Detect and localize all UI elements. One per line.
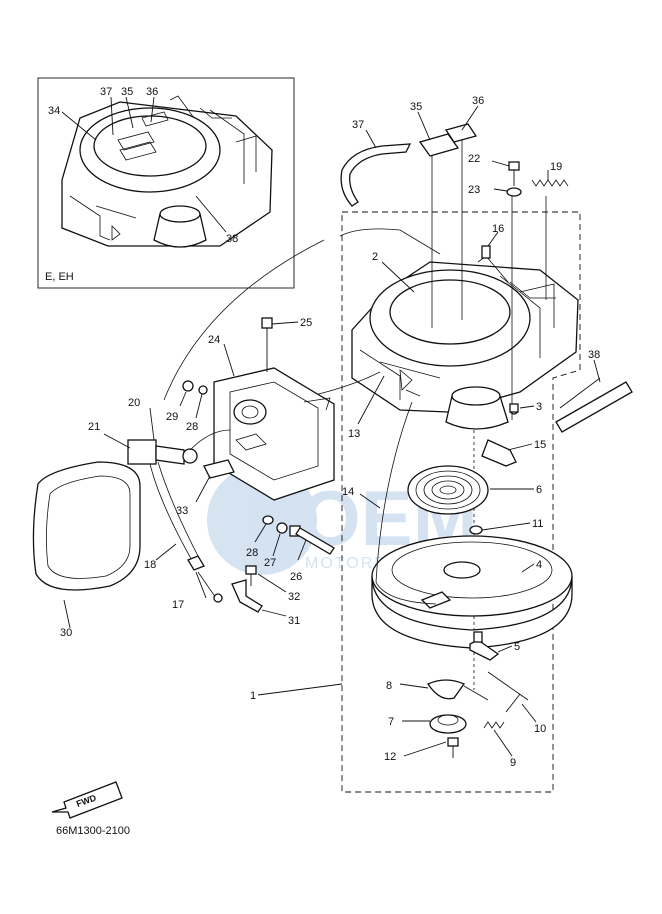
stripe-18 [149,463,195,565]
callout-35: 35 [410,101,422,113]
part-16 [481,245,491,259]
inset-panel: 34 37 35 36 38 E, EH [37,77,295,289]
callout-37-inset: 37 [100,86,112,98]
callout-28-lower: 28 [246,547,258,559]
plate-31 [231,579,263,613]
decal-37 [340,143,412,207]
callout-18: 18 [144,559,156,571]
callout-27: 27 [264,557,276,569]
washer-23 [506,187,522,197]
washer-28b [262,515,274,525]
washer-27 [276,522,288,534]
callout-24: 24 [208,334,220,346]
spring-9 [483,721,505,729]
diagram-code: 66M1300-2100 [56,825,130,837]
callout-9: 9 [510,757,516,769]
callout-13: 13 [348,428,360,440]
callout-35-inset: 35 [121,86,133,98]
callout-25: 25 [300,317,312,329]
decal-33 [203,459,235,479]
callout-37: 37 [352,119,364,131]
callout-11: 11 [532,518,543,530]
lever-10 [487,671,529,701]
callout-12: 12 [384,751,396,763]
callout-36-inset: 36 [146,86,158,98]
leader-lines [63,105,601,757]
callout-31: 31 [288,615,300,627]
handle-grip-30 [32,461,141,591]
inset-variant-label: E, EH [45,271,74,283]
pawl-8 [427,679,465,700]
recoil-spring-6 [407,465,489,515]
callout-14: 14 [342,486,354,498]
callout-5: 5 [514,641,520,653]
part-15 [481,439,517,467]
bolt-32 [245,565,257,586]
callout-34: 34 [48,105,60,117]
circlip-11 [469,525,483,535]
handle-bracket-24 [213,367,335,501]
plate-7 [429,714,467,734]
bolt-25 [261,317,273,372]
callout-28-upper: 28 [186,421,198,433]
washer-28a [198,385,208,395]
callout-30: 30 [60,627,72,639]
bolt-26 [289,525,335,555]
callout-26: 26 [290,571,302,583]
callout-33: 33 [176,505,188,517]
callout-29: 29 [166,411,178,423]
callout-22: 22 [468,153,480,165]
callout-8: 8 [386,680,392,692]
bolt-3 [509,403,519,413]
callout-2: 2 [372,251,378,263]
callout-23: 23 [468,184,480,196]
callout-3: 3 [536,401,542,413]
decal-36 [444,123,478,143]
bolt-12 [447,737,459,758]
callout-38: 38 [588,349,600,361]
decal-38 [555,381,633,433]
callout-20: 20 [128,397,140,409]
cable-grommet-20 [127,429,231,465]
callout-6: 6 [536,484,542,496]
spring-19 [531,179,569,187]
callout-15: 15 [534,439,546,451]
callout-36: 36 [472,95,484,107]
callout-38-inset: 38 [226,233,238,245]
sheave-drum-4 [371,535,573,649]
fwd-arrow-icon: FWD [51,781,123,819]
callout-16: 16 [492,223,504,235]
part-17 [187,555,205,571]
callout-1: 1 [250,690,256,702]
bolt-22 [508,161,520,186]
callout-32: 32 [288,591,300,603]
assembly-boundary [341,211,581,793]
callout-labels: 1 2 3 4 5 6 7 8 9 10 11 12 13 14 15 16 1… [60,95,600,769]
callout-10: 10 [534,723,546,735]
callout-21: 21 [88,421,100,433]
starter-housing [351,255,579,430]
callout-7: 7 [388,716,394,728]
callout-19: 19 [550,161,562,173]
callout-4: 4 [536,559,542,571]
nut-29 [182,380,194,392]
starter-rope-14 [375,401,437,605]
callout-17: 17 [172,599,184,611]
